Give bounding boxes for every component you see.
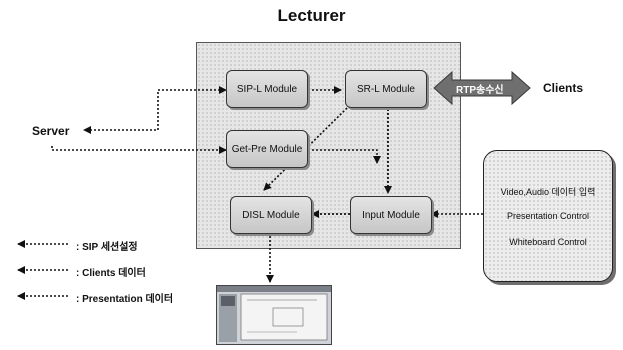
- control-box: Video,Audio 데이터 입력 Presentation Control …: [483, 150, 613, 282]
- diagram-title: Lecturer: [277, 6, 346, 25]
- control-whiteboard: Whiteboard Control: [509, 237, 587, 247]
- control-presentation: Presentation Control: [506, 211, 590, 221]
- rtp-label: RTP송수신: [456, 85, 504, 96]
- rtp-double-arrow: [433, 70, 531, 106]
- legend-sip-text: : SIP 세션설정: [76, 242, 138, 253]
- sr-disl-line: [263, 107, 348, 191]
- screen-thumbnail-image: [217, 286, 331, 344]
- server-label: Server: [32, 124, 70, 138]
- sip-l-module: SIP-L Module: [226, 70, 308, 108]
- get-pre-module: Get-Pre Module: [226, 130, 308, 168]
- disl-module: DISL Module: [230, 196, 312, 234]
- getpre-right-line: [308, 149, 381, 164]
- server-getpre-line: [51, 146, 227, 154]
- legend-presentation-text: : Presentation 데이터: [76, 294, 174, 305]
- control-video-audio: Video,Audio 데이터 입력: [500, 187, 596, 197]
- legend-clients-text: : Clients 데이터: [76, 268, 146, 279]
- sr-l-module: SR-L Module: [345, 70, 427, 108]
- input-module: Input Module: [350, 196, 432, 234]
- presentation-screen-thumbnail: [216, 285, 332, 345]
- clients-label: Clients: [543, 81, 584, 95]
- server-sip-line: [83, 86, 227, 134]
